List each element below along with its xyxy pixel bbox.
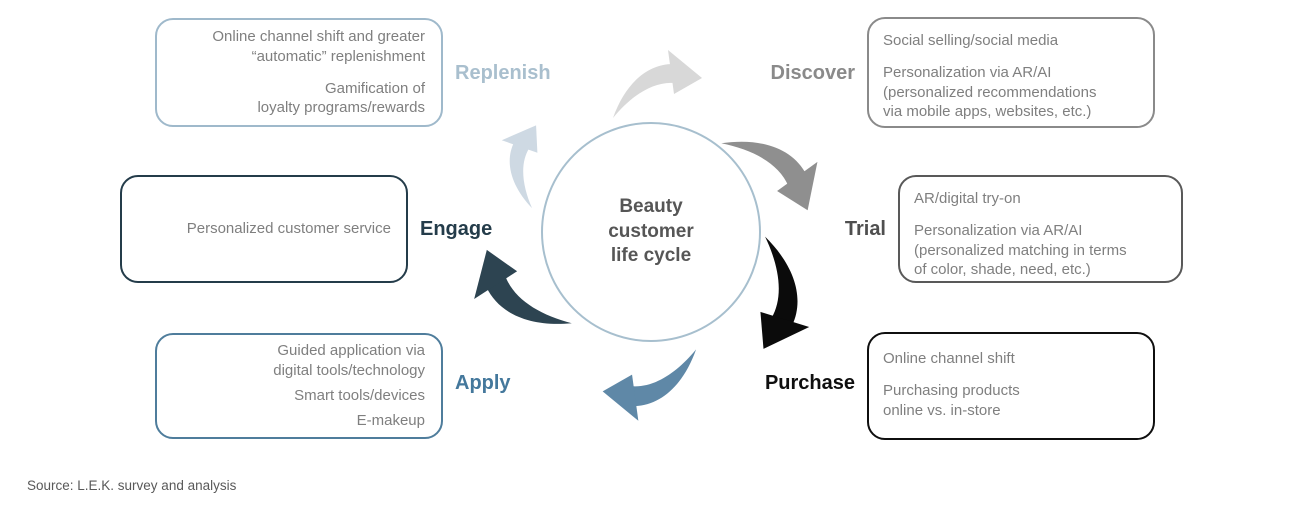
diagram-title: Beauty customer life cycle bbox=[608, 195, 694, 267]
trial-box-item: AR/digital try-on bbox=[914, 190, 1021, 207]
discover-box: Social selling/social media Personalizat… bbox=[867, 17, 1155, 128]
engage-box-item: Personalized customer service bbox=[186, 220, 391, 238]
stage-label-replenish: Replenish bbox=[455, 62, 551, 84]
replenish-box: Online channel shift and greater “automa… bbox=[155, 18, 443, 127]
stage-label-apply: Apply bbox=[455, 372, 511, 394]
discover-box-item: Personalization via AR/AI (personalized … bbox=[883, 63, 1097, 121]
apply-box-item: Guided application via digital tools/tec… bbox=[273, 342, 425, 380]
trial-box-item: Personalization via AR/AI (personalized … bbox=[914, 221, 1127, 279]
purchase-box-item: Online channel shift bbox=[883, 350, 1015, 367]
discover-box-item: Social selling/social media bbox=[883, 32, 1059, 49]
stage-label-discover: Discover bbox=[770, 62, 856, 84]
purchase-box-item: Purchasing products online vs. in-store bbox=[883, 381, 1020, 419]
stage-label-trial: Trial bbox=[844, 218, 886, 240]
arrow-purchase-to-apply-icon bbox=[602, 349, 697, 421]
apply-box-item: Smart tools/devices bbox=[294, 387, 425, 404]
engage-box: Personalized customer service bbox=[120, 175, 408, 283]
apply-box: Guided application via digital tools/tec… bbox=[155, 333, 443, 439]
stage-label-engage: Engage bbox=[420, 218, 493, 240]
replenish-box-item: Online channel shift and greater “automa… bbox=[212, 27, 425, 65]
apply-box-item: E-makeup bbox=[356, 411, 425, 429]
trial-box: AR/digital try-on Personalization via AR… bbox=[898, 175, 1183, 283]
purchase-box: Online channel shift Purchasing products… bbox=[867, 332, 1155, 440]
stage-label-purchase: Purchase bbox=[764, 372, 855, 394]
replenish-box-item: Gamification of loyalty programs/rewards bbox=[257, 79, 425, 117]
arrow-replenish-to-discover-icon bbox=[613, 50, 702, 118]
life-cycle-circle: Beauty customer life cycle bbox=[541, 122, 761, 342]
source-note: Source: L.E.K. survey and analysis bbox=[27, 478, 237, 493]
